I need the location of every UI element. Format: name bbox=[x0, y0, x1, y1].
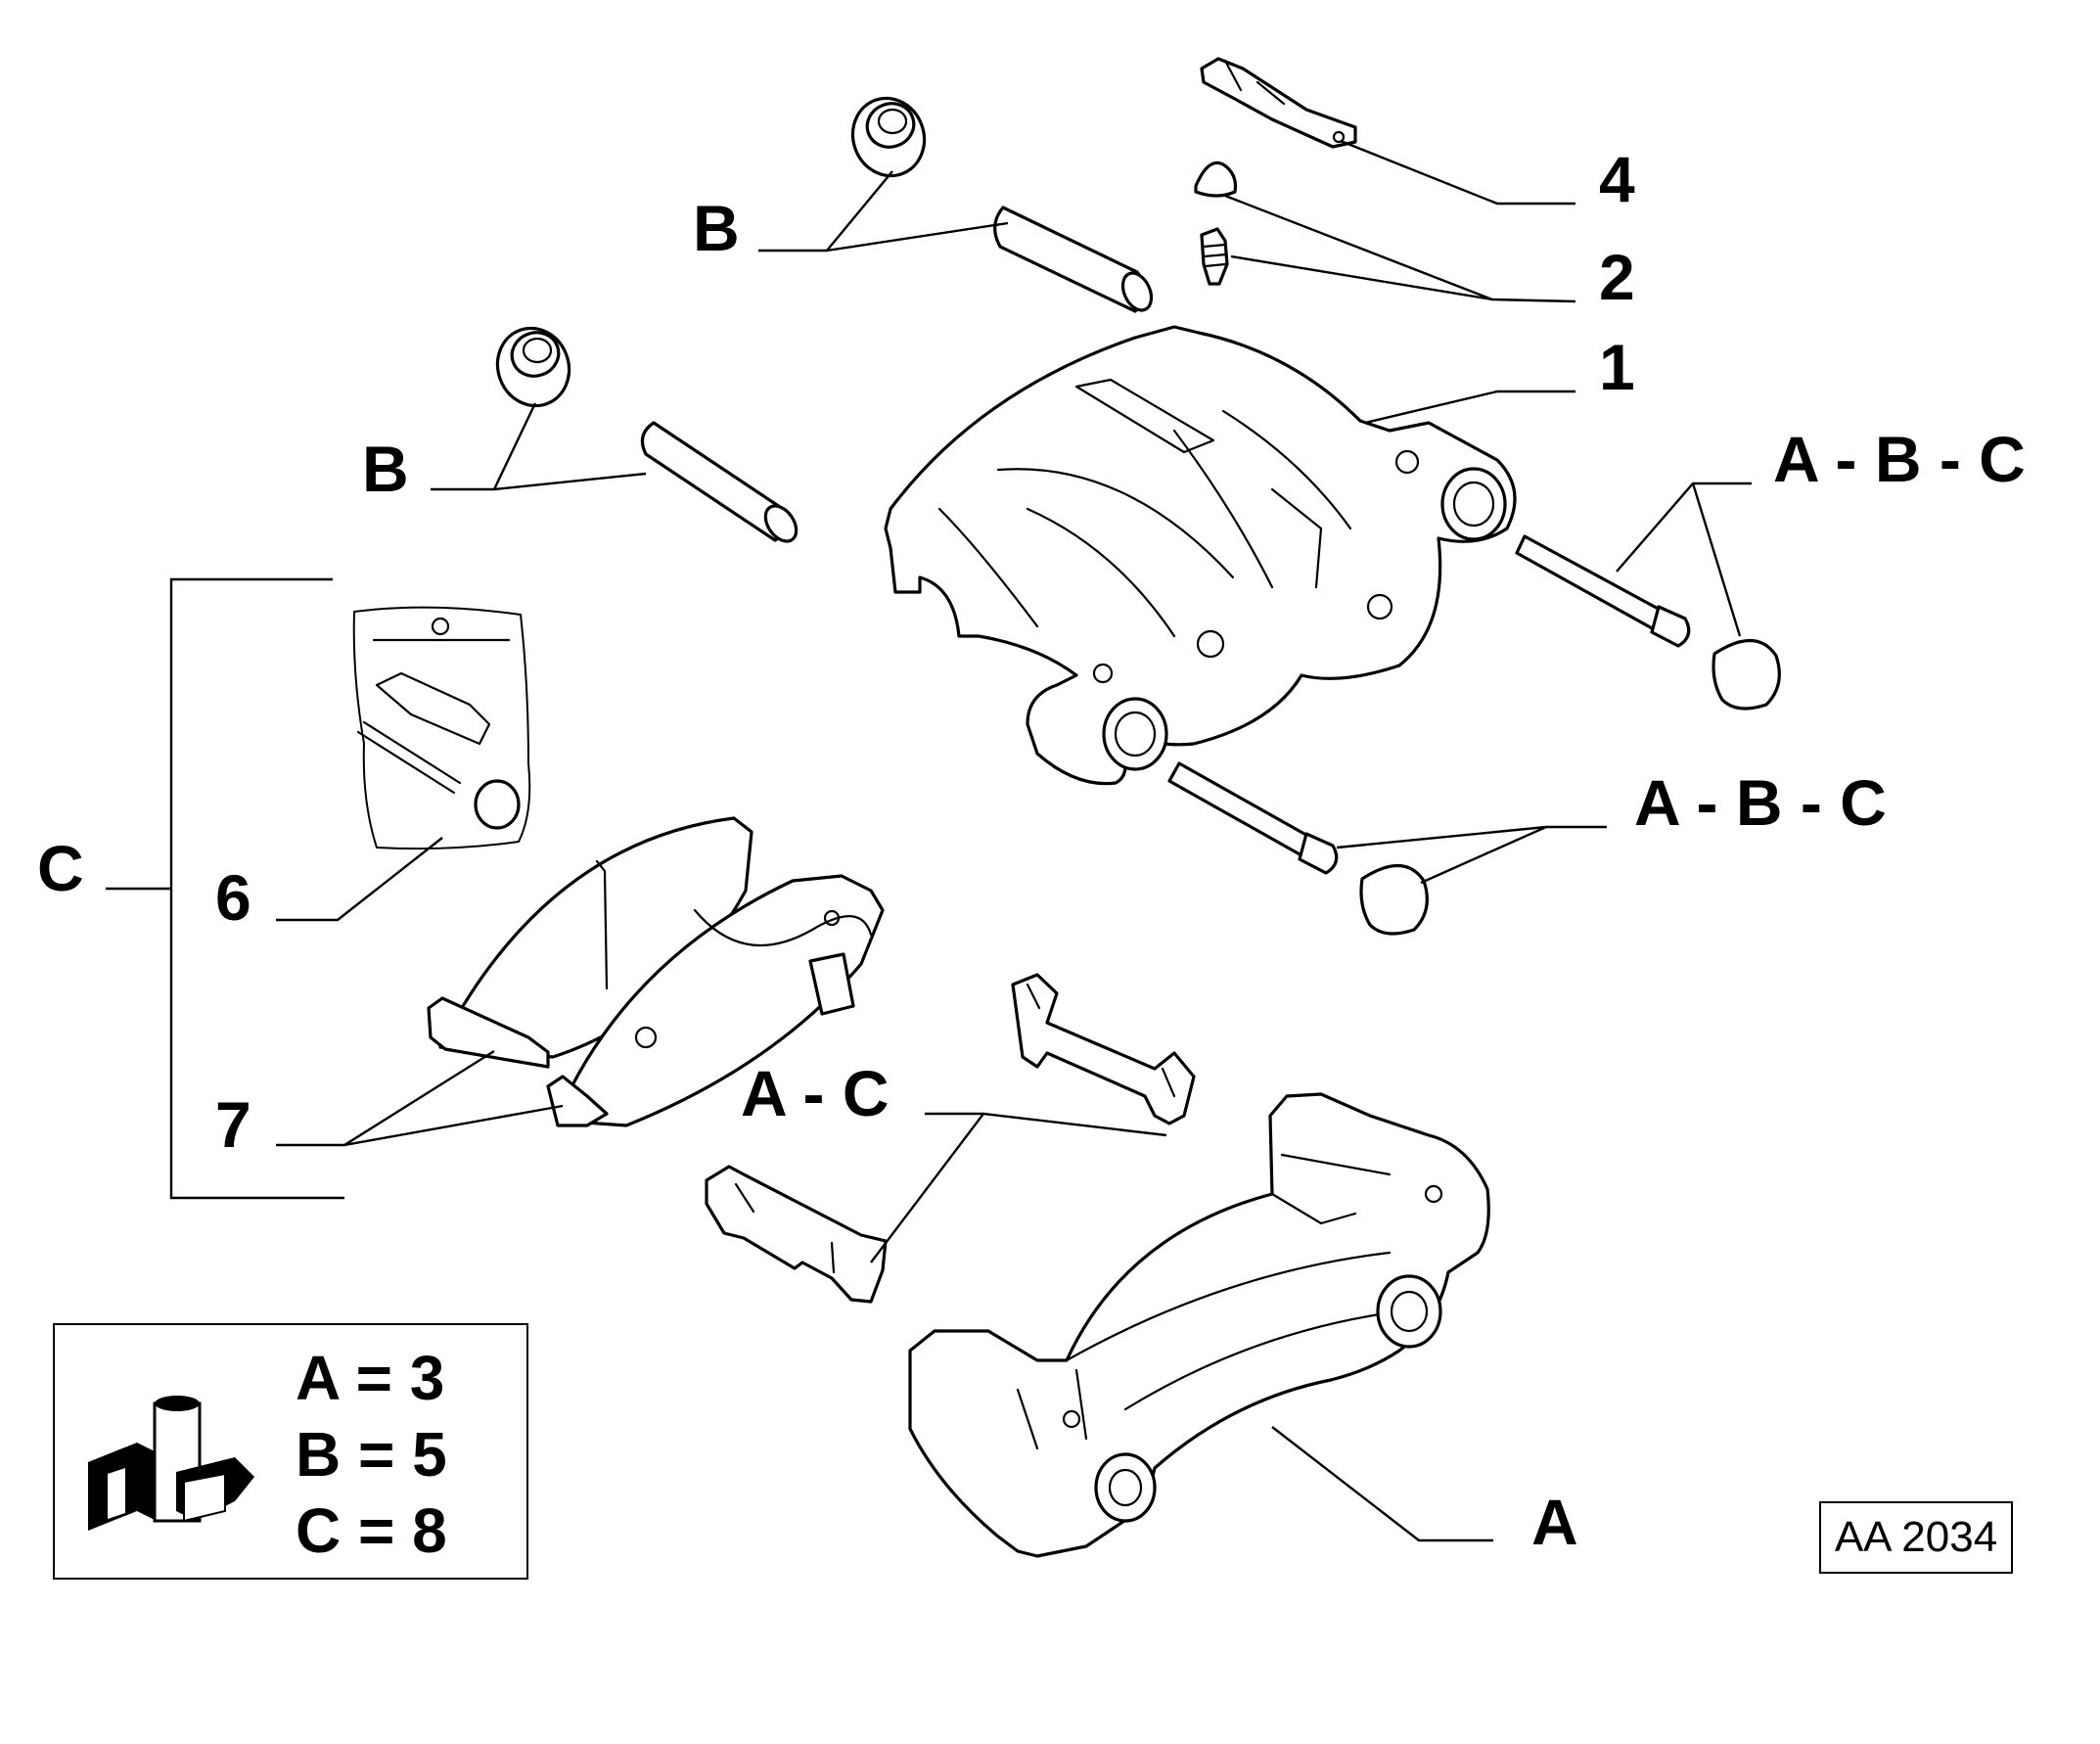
caliper-carrier-bracket bbox=[908, 1092, 1490, 1558]
callout-abc-upper: A - B - C bbox=[1773, 423, 2026, 495]
legend-a: A = 3 bbox=[296, 1343, 445, 1413]
fitting-kit-bag-part-6 bbox=[352, 606, 531, 850]
leader-lines bbox=[106, 139, 1752, 1542]
bleed-cap-part-2 bbox=[1194, 161, 1238, 198]
callout-b-upper: B bbox=[693, 192, 740, 264]
legend-b: B = 5 bbox=[296, 1419, 447, 1490]
bolt-cap-upper bbox=[1712, 638, 1781, 711]
guide-sleeve-middle bbox=[640, 421, 799, 543]
bleed-screw-part-2 bbox=[1200, 227, 1229, 286]
brake-pad-inner bbox=[546, 874, 885, 1127]
callout-labels: 4 2 1 B B A - B - C A - B - C C 6 7 A - … bbox=[37, 143, 2026, 1558]
guide-bolt-lower bbox=[1167, 761, 1339, 875]
guide-sleeve-upper bbox=[993, 206, 1154, 313]
callout-1: 1 bbox=[1599, 331, 1635, 403]
callout-6: 6 bbox=[215, 861, 251, 934]
legend-box: A = 3 B = 5 C = 8 bbox=[53, 1323, 528, 1580]
callout-abc-lower: A - B - C bbox=[1634, 766, 1887, 839]
pad-clip-lower bbox=[705, 1165, 888, 1304]
dust-boot-middle bbox=[495, 326, 571, 408]
diagram-code: AA 2034 bbox=[1819, 1501, 2013, 1574]
brake-pad-outer bbox=[427, 816, 753, 1069]
callout-a-c: A - C bbox=[741, 1057, 890, 1129]
guide-bolt-upper bbox=[1515, 534, 1691, 648]
parts-package-icon bbox=[88, 1396, 254, 1531]
callout-7: 7 bbox=[215, 1088, 251, 1161]
callout-c-bracket: C bbox=[37, 832, 84, 904]
pad-clip-upper bbox=[1011, 973, 1196, 1125]
spring-clip-part-4 bbox=[1200, 57, 1357, 149]
legend-c: C = 8 bbox=[296, 1495, 447, 1566]
callout-b-middle: B bbox=[362, 433, 409, 505]
callout-a-bottom: A bbox=[1531, 1486, 1578, 1558]
bolt-cap-lower bbox=[1359, 863, 1429, 936]
caliper-body-part-1 bbox=[884, 325, 1517, 786]
callout-4: 4 bbox=[1599, 143, 1635, 215]
dust-boot-upper bbox=[850, 96, 927, 178]
callout-2: 2 bbox=[1599, 241, 1635, 313]
